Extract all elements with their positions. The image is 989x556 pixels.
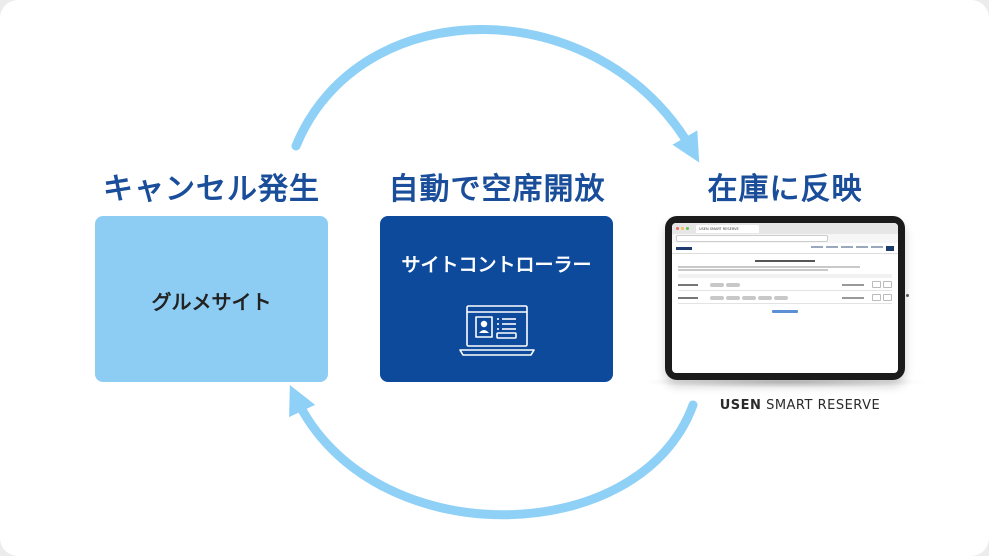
app-description [678, 266, 892, 271]
bottom-arrow-icon [289, 384, 698, 520]
app-table-header [678, 273, 892, 278]
camera-icon [906, 294, 909, 297]
app-add-button [772, 309, 798, 313]
laptop-dashboard-icon [459, 305, 535, 356]
site-controller-label: サイトコントローラー [401, 254, 592, 276]
app-logo [676, 246, 692, 250]
app-table-row [678, 280, 892, 291]
stage-title-auto-release: 自動で空席開放 [388, 172, 606, 207]
url-bar [676, 235, 828, 242]
site-controller-card: サイトコントローラー [380, 216, 613, 382]
gourmet-site-label: グルメサイト [151, 290, 272, 314]
usen-smart-reserve-logo: USEN SMART RESERVE [700, 398, 900, 413]
stage-title-inventory: 在庫に反映 [707, 172, 863, 207]
brand-rest: SMART RESERVE [761, 398, 881, 413]
app-page-heading [672, 258, 898, 264]
app-header [672, 243, 898, 254]
app-table-row [678, 293, 892, 304]
browser-tab: USEN SMART RESERVE [696, 224, 759, 233]
stage-title-cancel: キャンセル発生 [103, 172, 320, 207]
tablet-device: USEN SMART RESERVE [665, 216, 909, 380]
app-nav [808, 245, 894, 251]
brand-strong: USEN [719, 398, 762, 413]
browser-tab-bar: USEN SMART RESERVE [672, 223, 898, 234]
gourmet-site-card: グルメサイト [95, 216, 328, 382]
top-arrow-icon [291, 25, 700, 163]
browser-url-row [672, 234, 898, 243]
tablet-screen: USEN SMART RESERVE [672, 223, 898, 373]
